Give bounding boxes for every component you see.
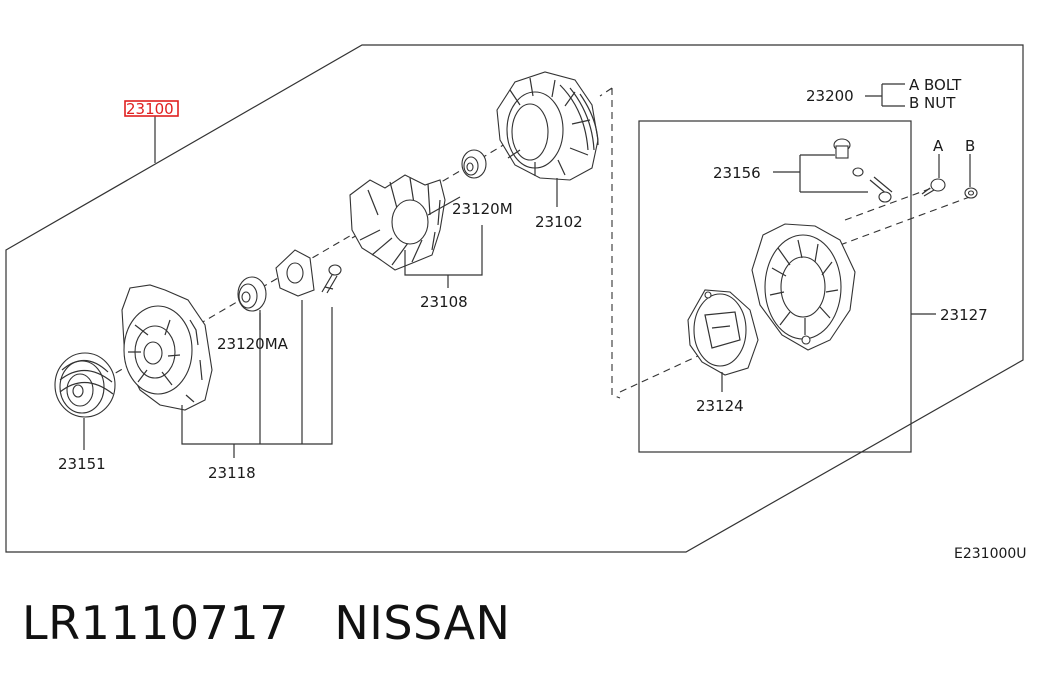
- rear-cover-icon: [751, 223, 856, 351]
- assembly-highlight-box: [124, 100, 179, 117]
- retainer-plate-icon: [275, 249, 315, 297]
- label-pulley[interactable]: 23151: [58, 455, 106, 473]
- bracket-front-cover-kit: [181, 300, 333, 458]
- label-terminal-kit[interactable]: 23200: [806, 87, 854, 105]
- label-terminal-a: A BOLT: [909, 76, 962, 94]
- assembly-frame: [5, 44, 1024, 553]
- label-regulator[interactable]: 23124: [696, 397, 744, 415]
- bolt-a-icon: [921, 178, 946, 197]
- bracket-terminal-parts: [773, 154, 868, 193]
- rear-bearing-icon: [461, 149, 487, 179]
- label-callout-a: A: [933, 137, 944, 155]
- bracket-terminal-kit: [865, 83, 905, 107]
- terminal-parts-icon: [833, 138, 893, 203]
- label-terminal-parts[interactable]: 23156: [713, 164, 761, 182]
- screw-icon: [321, 264, 342, 294]
- nut-b-icon: [964, 187, 978, 199]
- label-callout-b: B: [965, 137, 975, 155]
- label-terminal-b: B NUT: [909, 94, 956, 112]
- part-caption: LR1110717 NISSAN: [22, 596, 510, 650]
- label-front-bearing[interactable]: 23120MA: [217, 335, 289, 353]
- rear-cover-group-box: [638, 120, 912, 453]
- front-cover-icon: [121, 284, 213, 411]
- label-rotor[interactable]: 23108: [420, 293, 468, 311]
- label-front-cover-kit[interactable]: 23118: [208, 464, 256, 482]
- label-rear-bearing[interactable]: 23120M: [452, 200, 513, 218]
- diagram-code: E231000U: [954, 546, 1027, 562]
- caption-brand: NISSAN: [334, 596, 511, 650]
- rotor-icon: [349, 174, 461, 271]
- caption-part-number: LR1110717: [22, 596, 289, 650]
- label-stator[interactable]: 23102: [535, 213, 583, 231]
- label-rear-cover[interactable]: 23127: [940, 306, 988, 324]
- stator-icon: [496, 71, 599, 181]
- bracket-rotor: [404, 225, 483, 288]
- regulator-icon: [687, 289, 759, 376]
- label-assembly[interactable]: 23100: [126, 100, 174, 118]
- front-bearing-icon: [237, 276, 267, 312]
- pulley-icon: [54, 352, 116, 418]
